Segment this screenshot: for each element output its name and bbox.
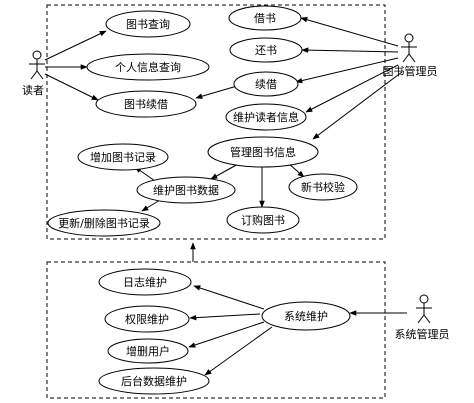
edge-sysmaint-log [193, 285, 265, 310]
edge-reader-book-query [44, 30, 107, 61]
use-case-maintain-book-data [136, 176, 236, 204]
edge-librarian-maintain-reader [305, 64, 399, 113]
use-case-manage-book-info-label: 管理图书信息 [230, 145, 296, 159]
edge-sysmaint-permission [189, 313, 261, 321]
use-case-borrow-label: 借书 [254, 12, 276, 25]
librarian-actor-icon [401, 33, 417, 63]
edge-manage-maintain-data [210, 162, 241, 180]
edge-sysmaint-backend [204, 326, 273, 376]
system-maintenance-boundary [46, 261, 386, 399]
library-system-boundary [46, 4, 386, 240]
use-case-log-maintenance [98, 268, 192, 296]
librarian-actor-label: 图书管理员 [383, 64, 438, 78]
edge-librarian-renew [295, 57, 399, 84]
use-case-personal-info-query-label: 个人信息查询 [115, 60, 181, 74]
edge-librarian-manage-book [312, 71, 403, 140]
use-case-add-delete-users-label: 增删用户 [126, 344, 170, 358]
edge-reader-book-renew [44, 73, 99, 101]
edge-librarian-return [301, 47, 399, 53]
use-case-maintain-book-data-label: 维护图书数据 [153, 183, 219, 197]
use-case-update-delete-book-record-label: 更新/删除图书记录 [58, 216, 150, 230]
edge-maintain-update-record [141, 199, 161, 212]
use-case-backend-data-maintenance-label: 后台数据维护 [121, 374, 187, 388]
use-case-manage-book-info [207, 136, 319, 168]
use-case-return [229, 37, 303, 63]
use-case-log-maintenance-label: 日志维护 [123, 275, 167, 289]
use-case-system-maintenance [261, 301, 351, 331]
use-case-renew-label: 续借 [255, 77, 277, 91]
use-case-maintain-reader-info-label: 维护读者信息 [233, 110, 299, 124]
edge-sysmaint-users [188, 321, 265, 348]
use-case-book-renew [95, 90, 197, 118]
use-case-renew [233, 71, 299, 97]
use-case-backend-data-maintenance [98, 367, 210, 395]
use-case-add-book-record-label: 增加图书记录 [90, 150, 156, 164]
use-case-update-delete-book-record [47, 209, 161, 237]
reader-actor-icon [29, 50, 45, 80]
use-case-add-delete-users [107, 338, 189, 364]
use-case-book-query [105, 10, 191, 38]
use-case-personal-info-query [86, 53, 210, 81]
sysadmin-actor-icon [416, 294, 432, 324]
use-case-permission-maintenance [104, 305, 190, 333]
use-case-add-book-record [77, 143, 169, 171]
use-case-system-maintenance-label: 系统维护 [284, 309, 328, 323]
use-case-order-books-label: 订购图书 [241, 213, 285, 227]
edge-renew-book-renew [195, 85, 238, 99]
use-case-new-book-check [288, 173, 358, 201]
use-case-book-query-label: 图书查询 [126, 17, 170, 31]
reader-actor-label: 读者 [22, 83, 44, 97]
use-case-new-book-check-label: 新书校验 [301, 180, 345, 194]
use-case-book-renew-label: 图书续借 [124, 97, 168, 111]
use-case-return-label: 还书 [255, 44, 277, 57]
use-case-permission-maintenance-label: 权限维护 [125, 312, 169, 326]
use-case-maintain-reader-info [225, 103, 307, 131]
use-case-borrow [228, 5, 302, 31]
sysadmin-actor-label: 系统管理员 [395, 327, 450, 341]
use-case-order-books [226, 206, 300, 234]
edge-librarian-borrow [300, 17, 399, 47]
